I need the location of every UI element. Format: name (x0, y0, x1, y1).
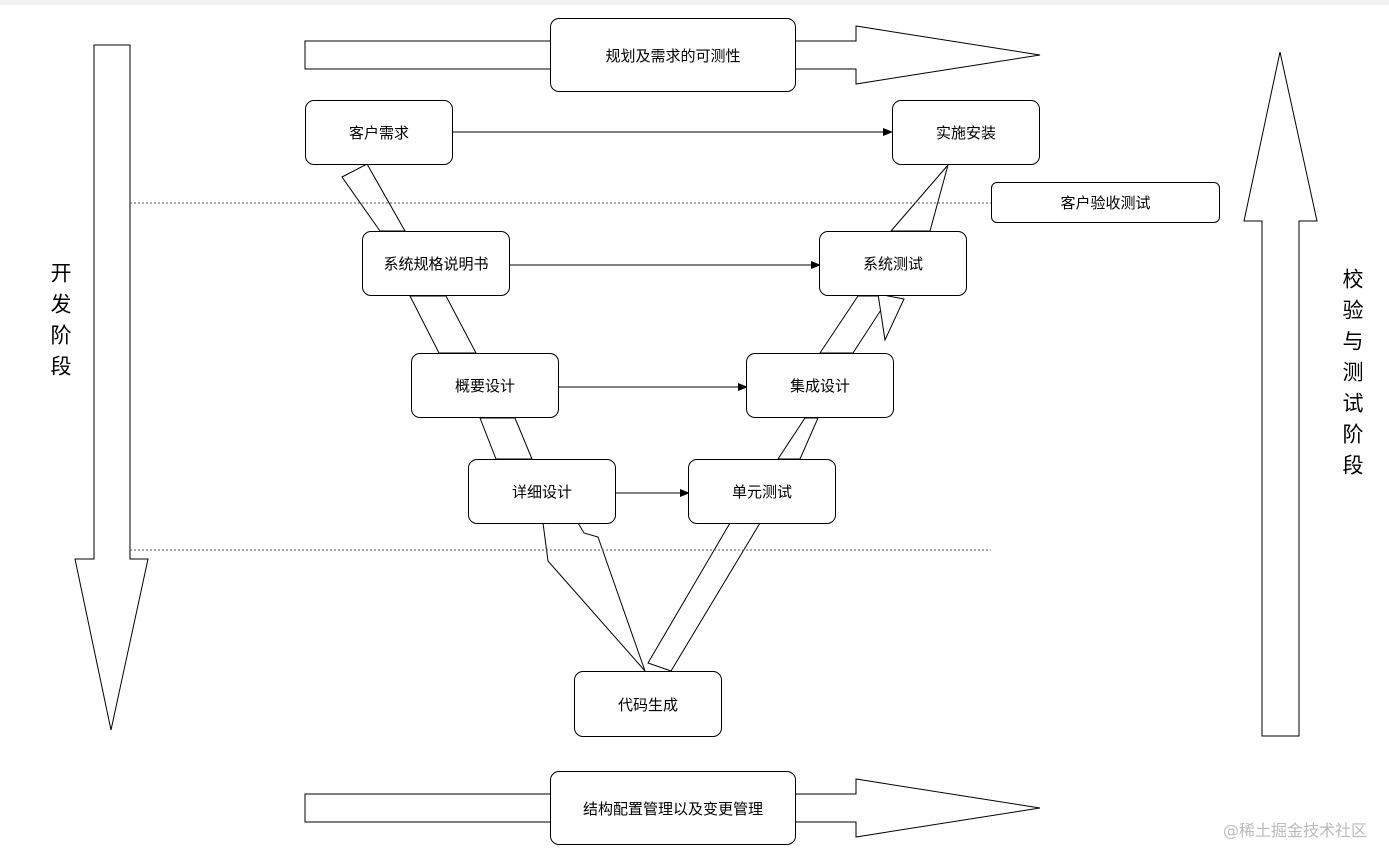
detailed-design-box: 详细设计 (468, 459, 616, 524)
band-arrow-7 (877, 293, 905, 342)
bottom-banner-box: 结构配置管理以及变更管理 (550, 771, 796, 845)
high-level-design-box: 概要设计 (411, 353, 559, 418)
dev-phase-label: 开发阶段 (48, 262, 72, 386)
band-arrow-down-tip (542, 522, 646, 672)
unit-test-box: 单元测试 (688, 459, 836, 524)
band-arrow-8 (889, 164, 949, 232)
watermark: @稀土掘金技术社区 (1222, 821, 1367, 840)
band-arrow-1 (341, 163, 406, 232)
band-arrow-2 (409, 295, 477, 354)
top-banner-box: 规划及需求的可测性 (550, 18, 796, 92)
test-phase-arrow (1243, 51, 1318, 737)
test-phase-label: 校验与测试阶段 (1340, 268, 1364, 485)
dev-phase-arrow (74, 44, 149, 731)
system-spec-box: 系统规格说明书 (362, 231, 510, 296)
band-arrow-3 (479, 417, 533, 460)
integration-design-box: 集成设计 (746, 353, 894, 418)
acceptance-test-box: 客户验收测试 (991, 182, 1220, 223)
top-strip (0, 0, 1389, 5)
installation-box: 实施安装 (892, 100, 1040, 165)
customer-requirements-box: 客户需求 (305, 100, 453, 165)
code-generation-box: 代码生成 (574, 671, 722, 737)
band-arrow-5 (777, 417, 819, 460)
band-arrow-up-tip (647, 522, 761, 672)
system-test-box: 系统测试 (819, 231, 967, 296)
